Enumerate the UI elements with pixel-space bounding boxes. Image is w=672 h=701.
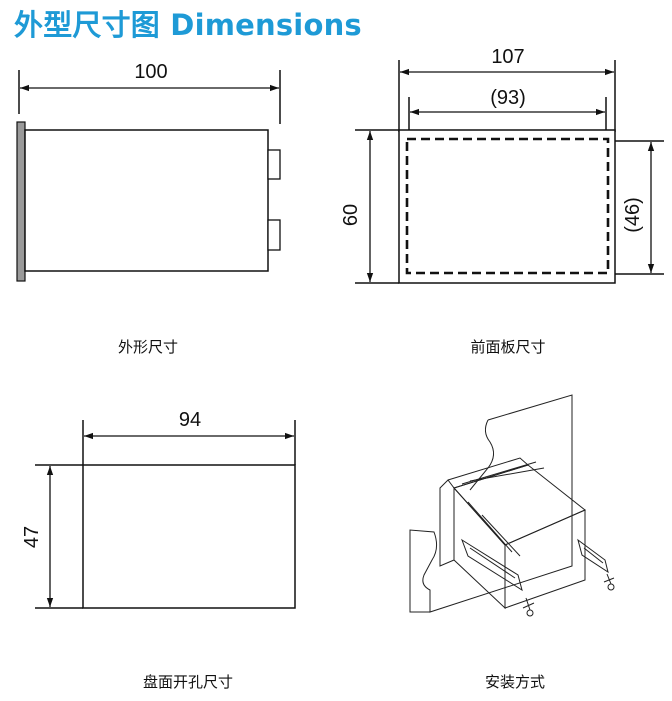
cutout-height-label: 47 <box>21 526 43 548</box>
front-height-label: 60 <box>340 204 362 226</box>
page-title: 外型尺寸图 Dimensions <box>14 8 362 42</box>
mounting-screw-right <box>603 573 615 585</box>
mounting-housing-top <box>453 464 586 546</box>
mounting-screw-right-head <box>607 583 615 591</box>
front-panel-outline <box>398 129 616 284</box>
mounting-housing-rib <box>481 514 521 557</box>
side-view: 100 外形尺寸 <box>16 61 281 356</box>
front-inner-width-label: (93) <box>490 87 526 109</box>
front-view-caption: 前面板尺寸 <box>470 338 545 356</box>
cutout-view: 94 47 盘面开孔尺寸 <box>21 409 296 691</box>
mounting-housing-rib <box>469 467 545 482</box>
cutout-width-label: 94 <box>179 409 201 431</box>
mounting-caption: 安装方式 <box>485 673 545 691</box>
mounting-screw-left-head <box>526 609 534 617</box>
mounting-illustration: 安装方式 <box>409 394 615 691</box>
mounting-housing-rib <box>467 501 513 553</box>
side-housing <box>24 129 269 272</box>
cutout-rectangle <box>82 464 296 609</box>
mounting-front-bezel <box>439 479 455 567</box>
mounting-screw-left <box>522 597 535 611</box>
mounting-housing-side <box>453 486 506 610</box>
front-width-label: 107 <box>491 46 524 68</box>
mounting-panel-cut-edge <box>469 419 494 491</box>
mounting-panel-sheet <box>409 394 573 613</box>
front-view: 107 (93) 60 (46) 前面板尺寸 <box>340 46 664 356</box>
side-terminal-upper <box>267 149 281 180</box>
mounting-bracket-right-groove <box>583 547 604 564</box>
side-width-label: 100 <box>134 61 167 83</box>
cutout-view-caption: 盘面开孔尺寸 <box>143 673 233 691</box>
side-terminal-lower <box>267 219 281 251</box>
side-front-panel <box>16 121 26 282</box>
side-view-caption: 外形尺寸 <box>118 338 178 356</box>
mounting-bracket-left <box>461 538 523 592</box>
mounting-housing-back <box>504 509 586 609</box>
mounting-bracket-right <box>577 538 609 574</box>
front-inner-dashed-outline <box>405 137 610 275</box>
mounting-bracket-left-groove <box>469 547 516 579</box>
front-inner-height-label: (46) <box>622 197 644 233</box>
